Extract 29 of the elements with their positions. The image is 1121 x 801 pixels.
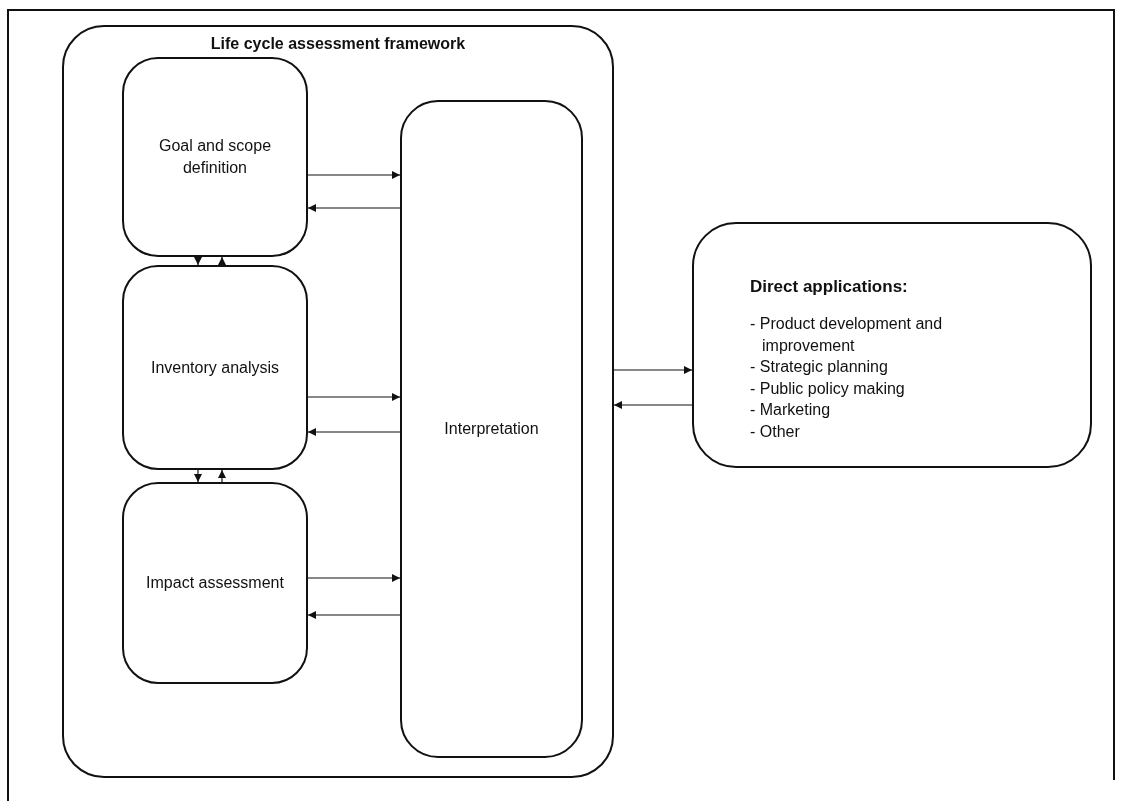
arrow: [194, 256, 202, 266]
arrow: [218, 469, 226, 483]
arrow: [307, 393, 401, 401]
process-box: [122, 265, 308, 470]
arrow: [613, 366, 693, 374]
box-label: Goal and scope definition: [157, 136, 273, 178]
heading: Direct applications:: [750, 276, 909, 298]
process-box: [692, 222, 1092, 468]
process-box: [400, 100, 583, 758]
arrow: [307, 611, 401, 619]
arrow: [194, 469, 202, 483]
box-label: Interpretation: [443, 419, 540, 440]
box-label: Inventory analysis: [149, 357, 281, 378]
arrow: [307, 574, 401, 582]
list-item: - Public policy making: [750, 378, 906, 399]
list-item: - Product development and improvement: [750, 313, 944, 356]
process-box: [122, 482, 308, 684]
arrow: [218, 256, 226, 266]
list-item: - Marketing: [750, 400, 832, 421]
framework-box: [62, 25, 614, 778]
arrow: [307, 428, 401, 436]
process-box: [122, 57, 308, 257]
box-label: Impact assessment: [145, 573, 285, 594]
list-item: - Other: [750, 421, 801, 442]
arrow: [307, 171, 401, 179]
framework-title: Life cycle assessment framework: [209, 34, 467, 54]
list-item: - Strategic planning: [750, 357, 889, 378]
arrow: [307, 204, 401, 212]
arrow: [613, 401, 693, 409]
